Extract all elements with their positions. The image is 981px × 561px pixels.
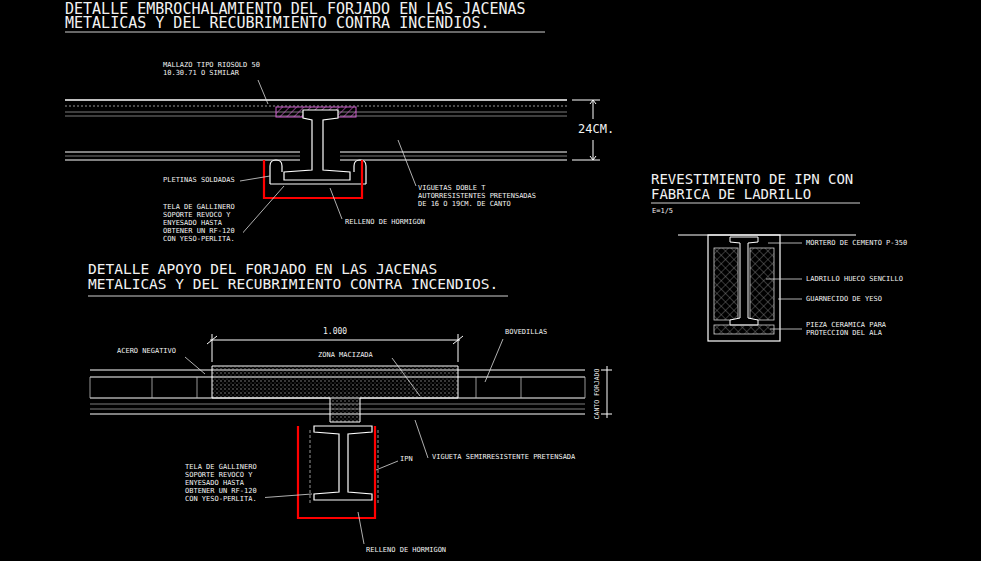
note-label: IPN (400, 455, 413, 463)
note-label: ZONA MACIZADA (318, 351, 373, 359)
scale-label: E=1/5 (652, 207, 673, 215)
welded-plates (270, 160, 366, 184)
section-title: DETALLE APOYO DEL FORJADO EN LAS JACENAS… (88, 262, 518, 292)
brick-casing (708, 235, 780, 341)
note-label: RELLENO DE HORMIGON (345, 218, 425, 226)
section-title: REVESTIMIENTO DE IPN CON FABRICA DE LADR… (651, 172, 866, 202)
dimension-line (207, 334, 463, 362)
steel-beam (314, 426, 372, 500)
dimension-text: 24CM. (578, 122, 614, 136)
note-label: ACERO NEGATIVO (117, 347, 176, 355)
leader-line (185, 339, 503, 544)
dimension-text: 1.000 (323, 327, 347, 337)
fire-protection (298, 426, 375, 518)
leader-line (766, 243, 802, 329)
steel-beam (284, 110, 350, 180)
note-label: PIEZA CERAMICA PARA PROTECCION DEL ALA (806, 321, 896, 337)
section-title: DETALLE EMBROCHALAMIENTO DEL FORJADO EN … (65, 2, 555, 30)
dimension-line (600, 366, 612, 418)
note-label: MORTERO DE CEMENTO P-350 (806, 239, 907, 247)
dimension-text: CANTO FORJADO (593, 369, 601, 420)
note-label: PLETINAS SOLDADAS (163, 176, 235, 184)
note-label: TELA DE GALLINERO SOPORTE REVOCO Y ENYES… (185, 463, 265, 503)
note-label: VIGUETA SEMIRRESISTENTE PRETENSADA (432, 453, 575, 461)
note-label: LADRILLO HUECO SENCILLO (806, 275, 903, 283)
solid-zone (212, 366, 458, 422)
note-label: MALLAZO TIPO RIOSOLD 50 10.30.71 O SIMIL… (163, 61, 273, 77)
note-label: GUARNECIDO DE YESO (806, 295, 882, 303)
note-label: VIGUETAS DOBLE T AUTORRESISTENTES PRETEN… (418, 184, 548, 208)
note-label: TELA DE GALLINERO SOPORTE REVOCO Y ENYES… (163, 203, 243, 243)
leader-line (240, 80, 416, 236)
note-label: BOVEDILLAS (505, 328, 547, 336)
note-label: RELLENO DE HORMIGON (366, 546, 446, 554)
mesh-support (310, 430, 378, 505)
